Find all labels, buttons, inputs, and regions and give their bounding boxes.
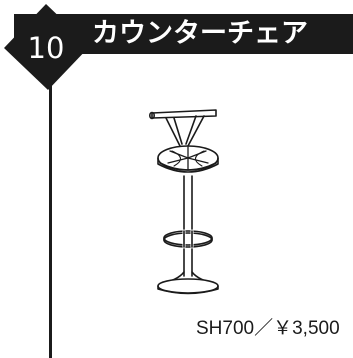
number-badge <box>4 4 90 90</box>
side-rule <box>49 80 52 358</box>
section-number: 10 <box>27 31 65 65</box>
page-title: カウンターチェア <box>92 18 308 49</box>
counter-stool-icon <box>148 109 219 295</box>
price-label: SH700／￥3,500 <box>196 318 340 339</box>
